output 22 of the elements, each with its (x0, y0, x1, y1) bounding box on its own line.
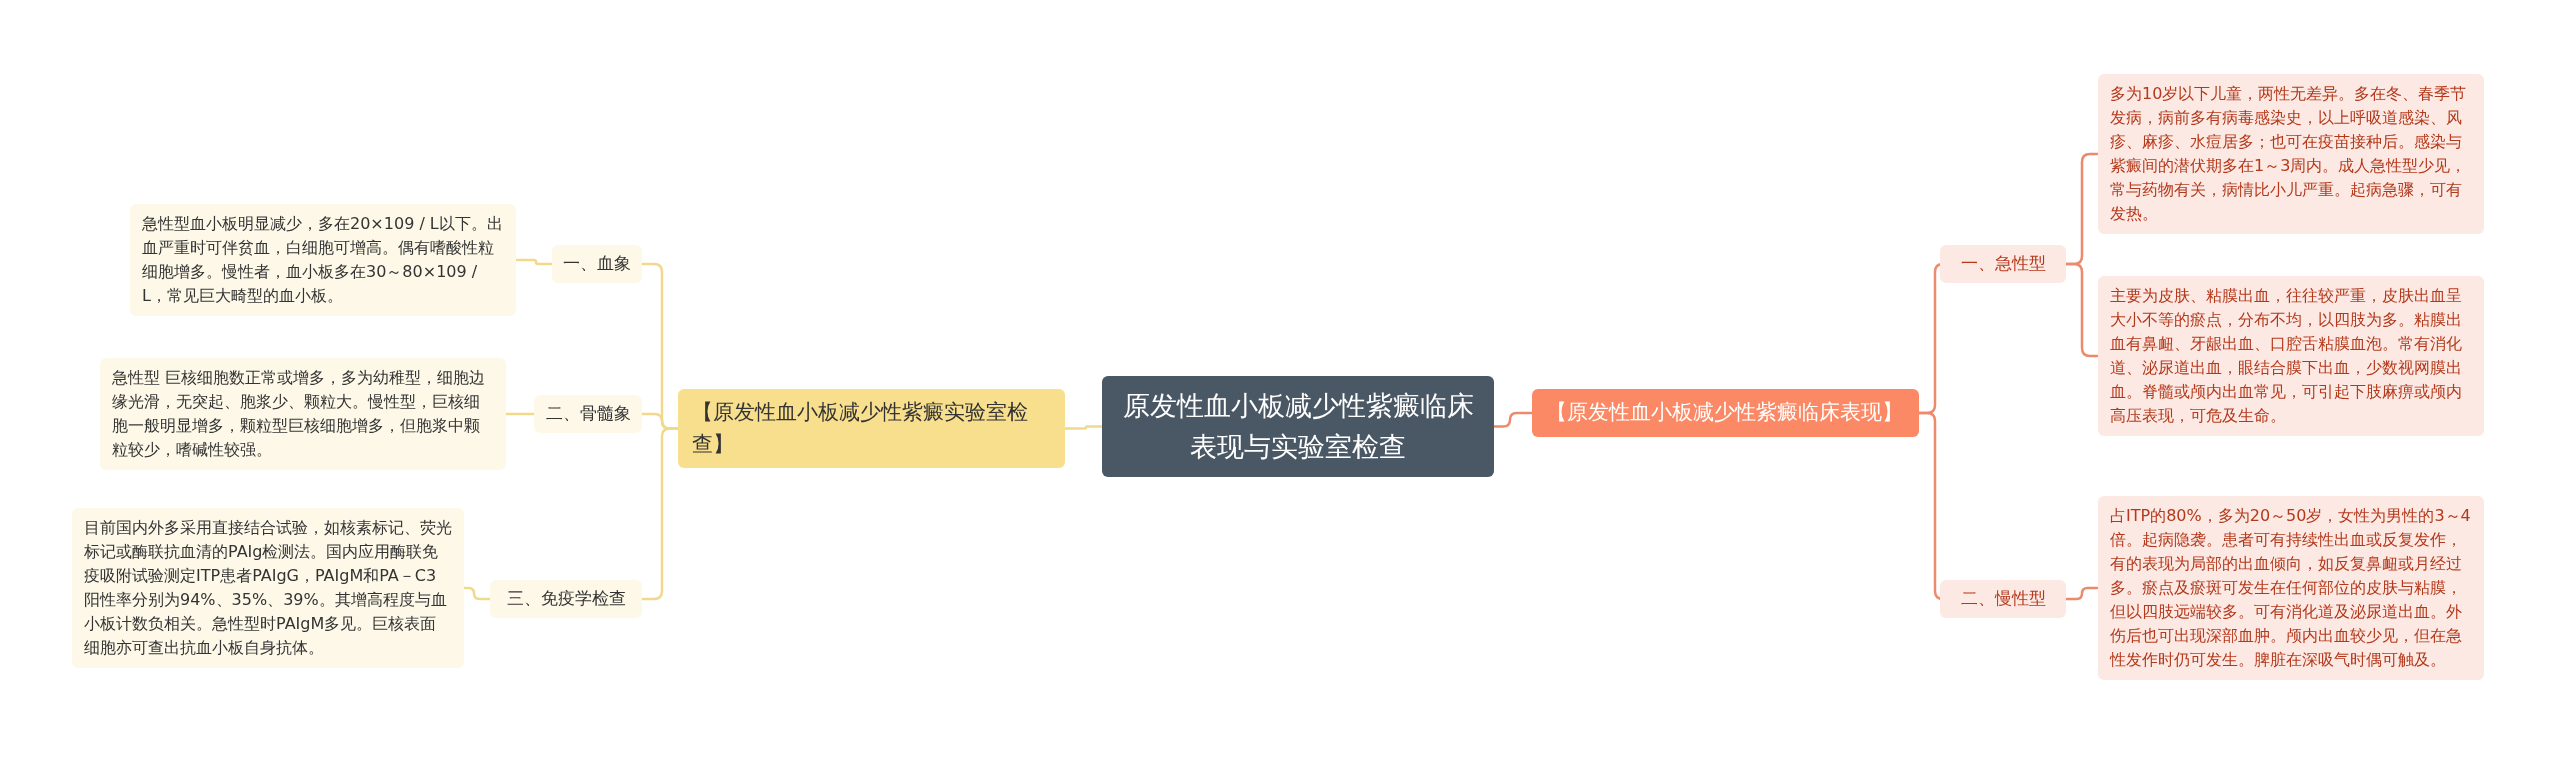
subtopic-box: 二、慢性型 (1940, 580, 2066, 618)
connector-line (642, 427, 678, 601)
branch-box: 【原发性血小板减少性紫癜实验室检查】 (678, 389, 1065, 468)
connector-line (506, 412, 534, 416)
note-box: 多为10岁以下儿童，两性无差异。多在冬、春季节发病，病前多有病毒感染史，以上呼吸道感染、风疹、麻疹、水痘居多；也可在疫苗接种后。感染与紫癜间的潜伏期多在1～3周内。成人急性型少见，常与药物有关，病情比小儿严重。起病急骤，可有发热。 (2098, 74, 2484, 234)
connector-line (516, 258, 552, 266)
connector-line (1065, 425, 1102, 430)
subtopic-box: 三、免疫学检查 (490, 580, 642, 618)
connector-line (1494, 411, 1532, 428)
note-box: 急性型血小板明显减少，多在20×109 / L以下。出血严重时可伴贫血，白细胞可增高。偶有嗜酸性粒细胞增多。慢性者，血小板多在30～80×109 / L，常见巨大畸型的血小板。 (130, 204, 516, 316)
branch-box: 【原发性血小板减少性紫癜临床表现】 (1532, 389, 1919, 437)
note-box: 目前国内外多采用直接结合试验，如核素标记、荧光标记或酶联抗血清的PAIg检测法。国内应用酶联免疫吸附试验测定ITP患者PAIgG，PAIgM和PA－C3阳性率分别为94%、35%、39%。其增高程度与血小板计数负相关。急性型时PAIgM多见。巨核表面细胞亦可查出抗血小板自身抗体。 (72, 508, 464, 668)
note-box: 急性型 巨核细胞数正常或增多，多为幼稚型，细胞边缘光滑，无突起、胞浆少、颗粒大。慢性型，巨核细胞一般明显增多，颗粒型巨核细胞增多，但胞浆中颗粒较少，嗜碱性较强。 (100, 358, 506, 470)
subtopic-box: 一、急性型 (1940, 245, 2066, 283)
connector-line (464, 586, 490, 601)
note-box: 占ITP的80%，多为20～50岁，女性为男性的3～4倍。起病隐袭。患者可有持续性出血或反复发作，有的表现为局部的出血倾向，如反复鼻衄或月经过多。瘀点及瘀斑可发生在任何部位的皮肤与粘膜，但以四肢远端较多。可有消化道及泌尿道出血。外伤后也可出现深部血肿。颅内出血较少见，但在急性发作时仍可发生。脾脏在深吸气时偶可触及。 (2098, 496, 2484, 680)
connector-line (2066, 586, 2098, 601)
topic-box: 原发性血小板减少性紫癜临床表现与实验室检查 (1102, 376, 1494, 477)
connector-line (2066, 262, 2098, 358)
subtopic-box: 一、血象 (552, 245, 642, 283)
subtopic-box: 二、骨髓象 (534, 395, 642, 433)
note-box: 主要为皮肤、粘膜出血，往往较严重，皮肤出血呈大小不等的瘀点，分布不均，以四肢为多。粘膜出血有鼻衄、牙龈出血、口腔舌粘膜血泡。常有消化道、泌尿道出血，眼结合膜下出血，少数视网膜出血。脊髓或颅内出血常见，可引起下肢麻痹或颅内高压表现，可危及生命。 (2098, 276, 2484, 436)
